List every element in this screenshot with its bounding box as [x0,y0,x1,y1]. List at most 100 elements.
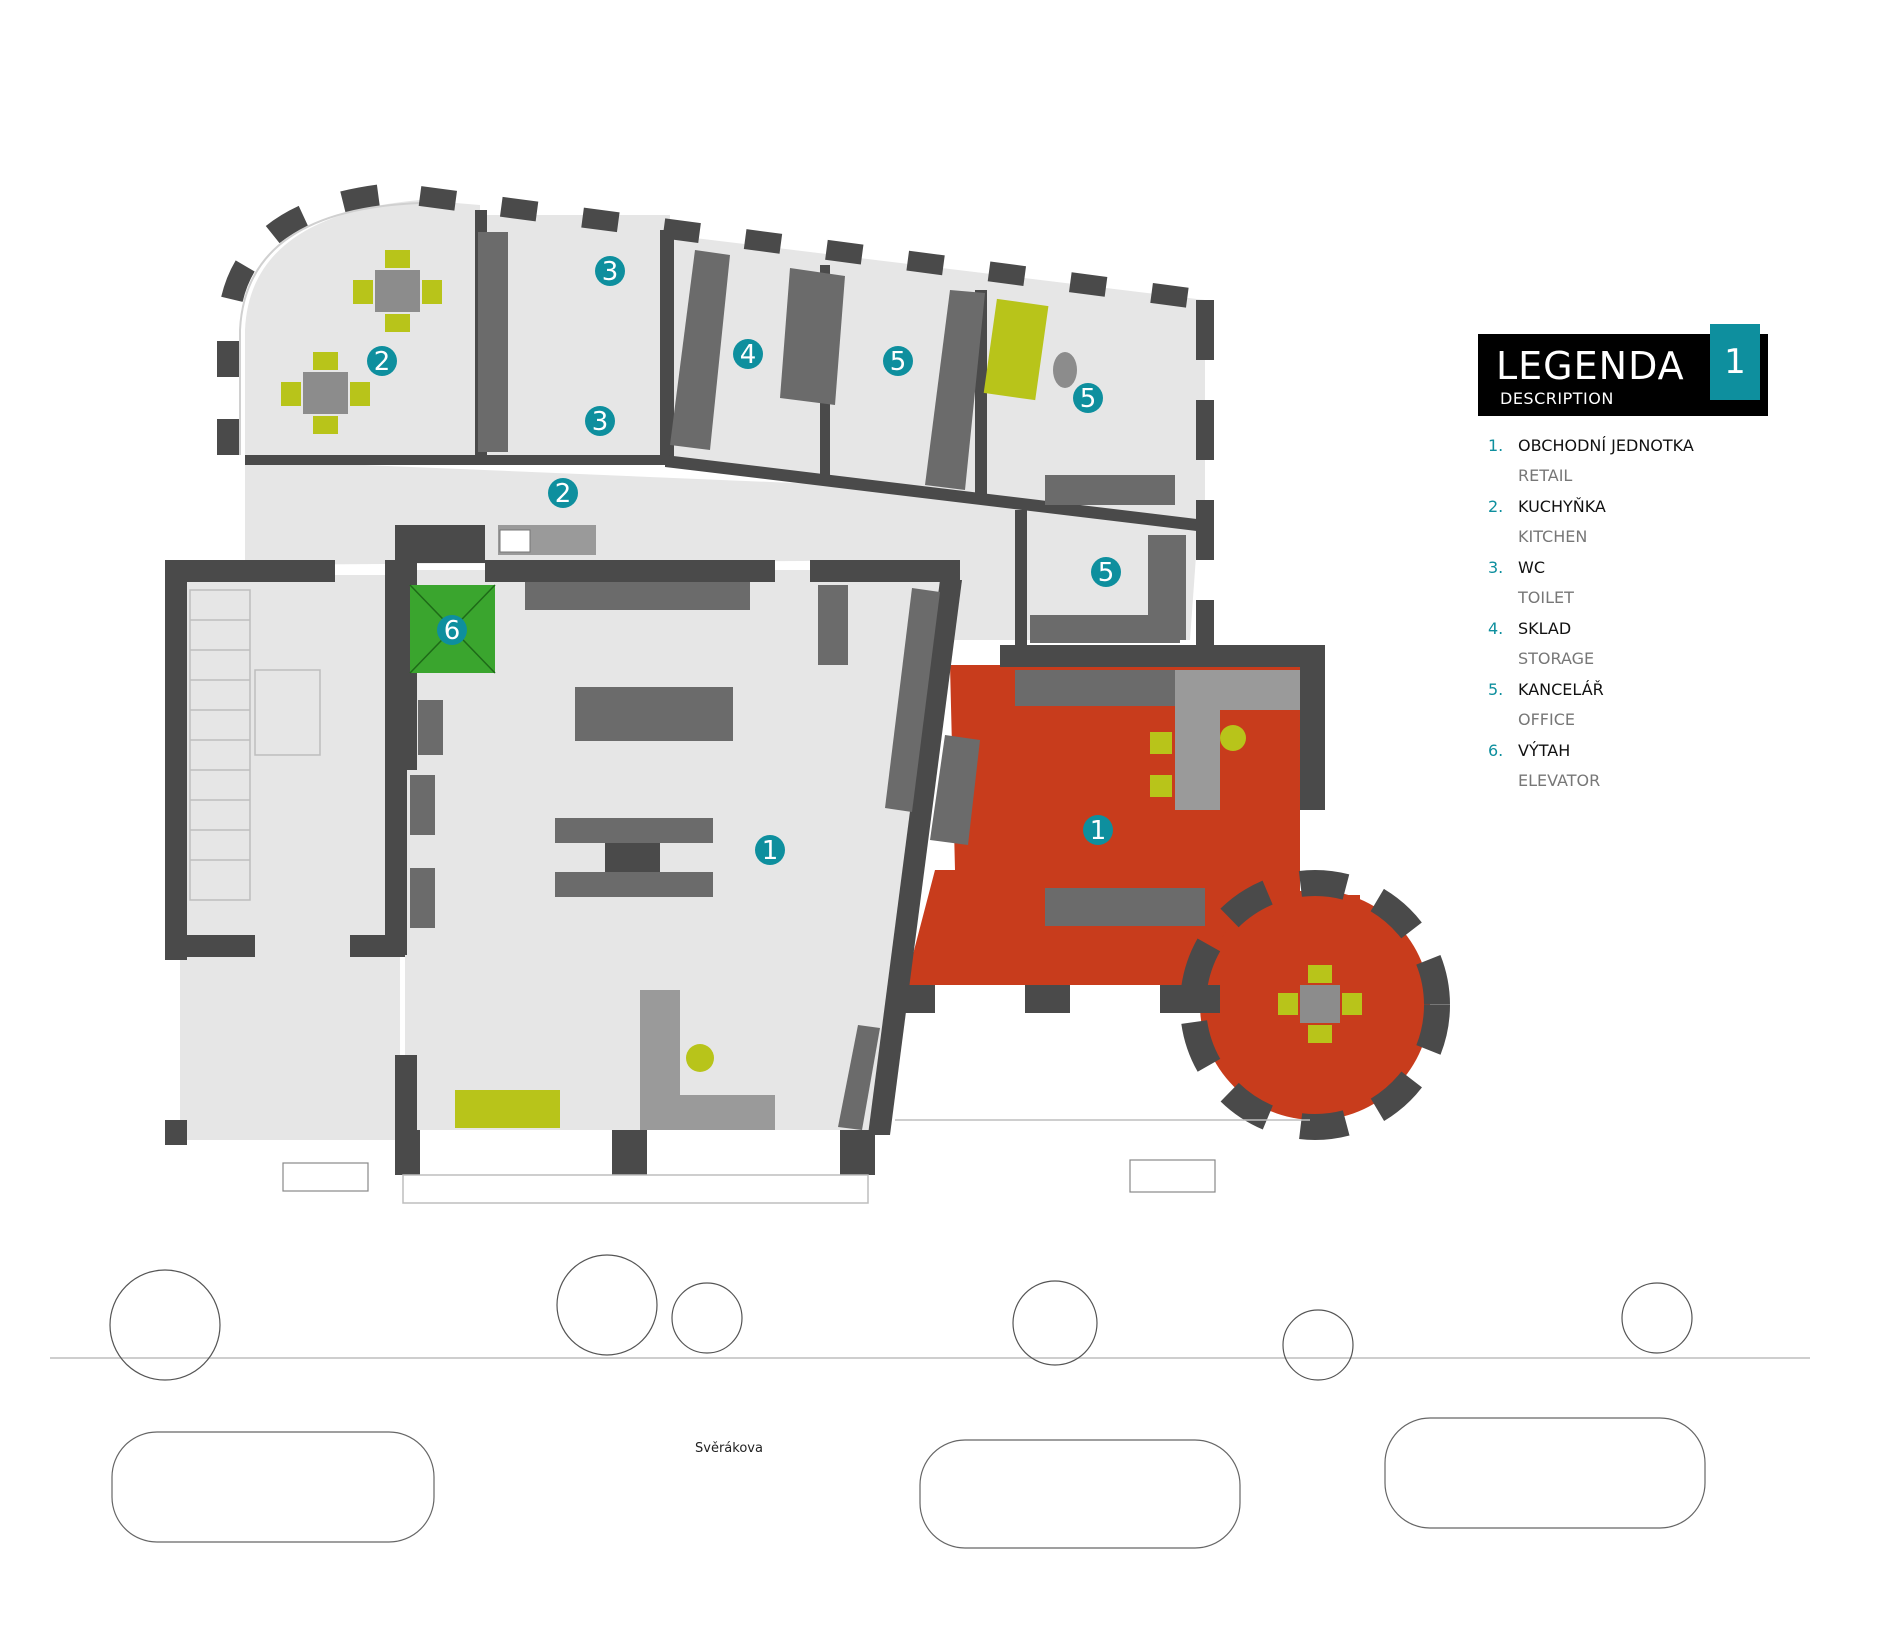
rack-hall-2 [555,818,713,843]
rack-hall-right-2 [885,588,940,812]
wall-rounded-inner [239,202,421,455]
legend-item-number: 4. [1488,619,1504,638]
wall-red-bottom-c [1160,985,1220,1013]
wall-hall-right [868,580,962,1135]
bench-left [282,1162,369,1192]
tree [671,1282,743,1354]
room-badges: 1 1 2 2 3 3 4 5 5 5 6 [367,256,1121,866]
legend-item-number: 2. [1488,497,1504,516]
red-chair-3 [1220,725,1246,751]
wall-red-bottom-a [905,985,935,1013]
wall-red-bottom-b [1025,985,1070,1013]
floor-retail-main [405,570,945,1130]
svg-text:4: 4 [740,340,757,370]
red-chair-1 [1150,732,1172,754]
wall-elevator-block [395,525,485,563]
floor-vestibule [180,955,400,1140]
legend-list: 1. OBCHODNÍ JEDNOTKA RETAIL 2. KUCHYŇKA … [1478,436,1768,802]
storage-shelf-1 [670,250,730,450]
office-shelf-a [925,290,985,490]
floor-corridor [245,460,1200,640]
wall-hall-bottom-a [395,1130,420,1175]
svg-text:5: 5 [890,347,907,377]
badge-storage: 4 [733,339,763,370]
tree [109,1269,221,1381]
rack-hall-3 [555,872,713,897]
floor-wc-block [480,215,670,460]
rack-hall-top [525,582,750,610]
office-shelf-bottom [1045,475,1175,505]
legend-item: 6. VÝTAH ELEVATOR [1478,741,1768,802]
legend-item-sublabel: KITCHEN [1518,527,1588,546]
wall-rounded-outer [217,181,421,455]
svg-text:3: 3 [592,407,609,437]
sofa-hall [455,1090,560,1128]
wall-top-windows [418,186,1207,310]
legend-badge: 1 [1710,324,1760,400]
badge-kitchen-lower: 2 [548,478,578,509]
svg-text:3: 3 [602,257,619,287]
rack-hall-left-2 [410,775,435,835]
kitchen-table-2 [281,352,370,434]
red-desk-b [1175,700,1220,810]
car [1384,1417,1706,1529]
bench-right [1129,1159,1216,1193]
legend-item-number: 5. [1488,680,1504,699]
legend-item: 5. KANCELÁŘ OFFICE [1478,680,1768,741]
wall-partition-d [1015,510,1027,645]
badge-retail-main: 1 [755,835,785,866]
storage-shelf-2 [780,268,845,405]
wall-red-right [1300,645,1325,810]
wall-red-top [1000,645,1325,667]
red-center-rack [1045,888,1205,926]
rack-hall-1 [575,687,733,741]
legend-item-label: VÝTAH [1518,741,1571,760]
badge-office-1: 5 [883,346,913,377]
wall-hall-bottom-c [840,1130,875,1175]
office-table [1053,352,1077,388]
red-top-shelf [1015,670,1175,706]
tree [1282,1309,1354,1381]
tree [556,1254,658,1356]
legend-item-sublabel: ELEVATOR [1518,771,1601,790]
office-right-shelf-b [1030,615,1180,643]
badge-wc-lower: 3 [585,406,615,437]
legend-item: 1. OBCHODNÍ JEDNOTKA RETAIL [1478,436,1768,497]
badge-office-2: 5 [1073,383,1103,414]
legend-item-sublabel: RETAIL [1518,466,1573,485]
legend-title: LEGENDA [1496,344,1685,388]
rack-hall-left-3 [410,868,435,928]
red-left-shelf [930,735,980,845]
trees [109,1254,1693,1381]
street-name: Svěrákova [695,1441,763,1456]
rack-hall-right-1 [818,585,848,665]
desk-chair [686,1044,714,1072]
badge-office-3: 5 [1091,557,1121,588]
red-chair-2 [1150,775,1172,797]
wall-bay-ring [1180,870,1450,1140]
rack-hall-center [605,843,660,872]
wardrobe-wc [478,232,508,452]
svg-text:5: 5 [1098,558,1115,588]
rack-hall-left-1 [418,700,443,755]
wall-left-stair-top [165,560,335,582]
furniture [281,232,1362,1130]
bay-table [1278,965,1362,1043]
legend-subtitle: DESCRIPTION [1500,389,1614,408]
street: Svěrákova [50,1119,1810,1549]
tree [1012,1280,1098,1366]
wall-corridor-top-b [665,455,1205,532]
wall-hall-bottom-b [612,1130,647,1175]
car [111,1431,435,1543]
entrance-step [402,1174,869,1204]
badge-elevator: 6 [437,615,467,646]
svg-text:1: 1 [1090,816,1107,846]
legend-item-number: 3. [1488,558,1504,577]
svg-text:1: 1 [762,836,779,866]
legend-item-sublabel: STORAGE [1518,649,1595,668]
wall-partition-a [660,230,674,465]
legend-item: 3. WC TOILET [1478,558,1768,619]
legend-item-number: 1. [1488,436,1504,455]
legend-item-sublabel: OFFICE [1518,710,1575,729]
